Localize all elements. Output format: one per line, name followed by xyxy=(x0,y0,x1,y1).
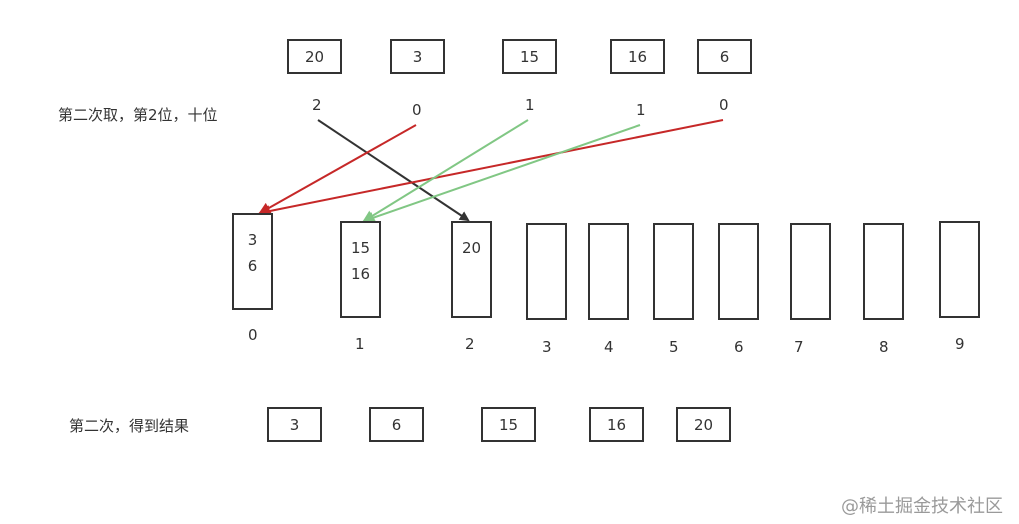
arrow-15-to-bucket-1 xyxy=(362,119,529,223)
bucket-4 xyxy=(588,223,629,320)
bucket-item: 15 xyxy=(350,239,371,257)
arrow-3-to-bucket-0 xyxy=(258,124,417,214)
arrow-20-to-bucket-2 xyxy=(317,119,470,222)
input-number: 20 xyxy=(304,47,325,66)
caption-bottom: 第二次，得到结果 xyxy=(69,417,190,435)
watermark: @稀土掘金技术社区 xyxy=(841,496,1003,517)
result-number: 15 xyxy=(498,415,519,434)
bucket-label-8: 8 xyxy=(879,338,889,356)
bucket-8 xyxy=(863,223,904,320)
bucket-label-9: 9 xyxy=(955,335,965,353)
input-number: 6 xyxy=(719,47,730,66)
bucket-item: 20 xyxy=(461,239,482,257)
arrow-6-to-bucket-0 xyxy=(258,119,724,217)
input-box-5: 6 xyxy=(697,39,752,74)
result-box-4: 16 xyxy=(589,407,644,442)
bucket-label-3: 3 xyxy=(542,338,552,356)
bucket-3 xyxy=(526,223,567,320)
bucket-7 xyxy=(790,223,831,320)
digit-label-1: 2 xyxy=(312,96,322,114)
input-number: 3 xyxy=(412,47,423,66)
bucket-item: 6 xyxy=(247,257,258,275)
caption-top: 第二次取，第2位，十位 xyxy=(58,106,218,124)
bucket-label-2: 2 xyxy=(465,335,475,353)
digit-label-3: 1 xyxy=(525,96,535,114)
bucket-6 xyxy=(718,223,759,320)
digit-label-4: 1 xyxy=(636,101,646,119)
input-box-1: 20 xyxy=(287,39,342,74)
bucket-label-5: 5 xyxy=(669,338,679,356)
arrow-16-to-bucket-1 xyxy=(362,124,641,224)
bucket-2-contents: 20 xyxy=(453,235,490,261)
result-number: 20 xyxy=(693,415,714,434)
input-box-3: 15 xyxy=(502,39,557,74)
input-number: 15 xyxy=(519,47,540,66)
input-box-2: 3 xyxy=(390,39,445,74)
bucket-0-contents: 3 6 xyxy=(234,227,271,279)
input-number: 16 xyxy=(627,47,648,66)
digit-label-5: 0 xyxy=(719,96,729,114)
result-number: 3 xyxy=(289,415,300,434)
bucket-label-6: 6 xyxy=(734,338,744,356)
result-box-2: 6 xyxy=(369,407,424,442)
bucket-label-7: 7 xyxy=(794,338,804,356)
result-number: 16 xyxy=(606,415,627,434)
bucket-label-0: 0 xyxy=(248,326,258,344)
result-box-1: 3 xyxy=(267,407,322,442)
bucket-0: 3 6 xyxy=(232,213,273,310)
result-box-3: 15 xyxy=(481,407,536,442)
bucket-1: 15 16 xyxy=(340,221,381,318)
bucket-label-1: 1 xyxy=(355,335,365,353)
input-box-4: 16 xyxy=(610,39,665,74)
bucket-9 xyxy=(939,221,980,318)
bucket-5 xyxy=(653,223,694,320)
result-box-5: 20 xyxy=(676,407,731,442)
result-number: 6 xyxy=(391,415,402,434)
digit-label-2: 0 xyxy=(412,101,422,119)
bucket-1-contents: 15 16 xyxy=(342,235,379,287)
bucket-item: 3 xyxy=(247,231,258,249)
bucket-2: 20 xyxy=(451,221,492,318)
bucket-label-4: 4 xyxy=(604,338,614,356)
bucket-item: 16 xyxy=(350,265,371,283)
